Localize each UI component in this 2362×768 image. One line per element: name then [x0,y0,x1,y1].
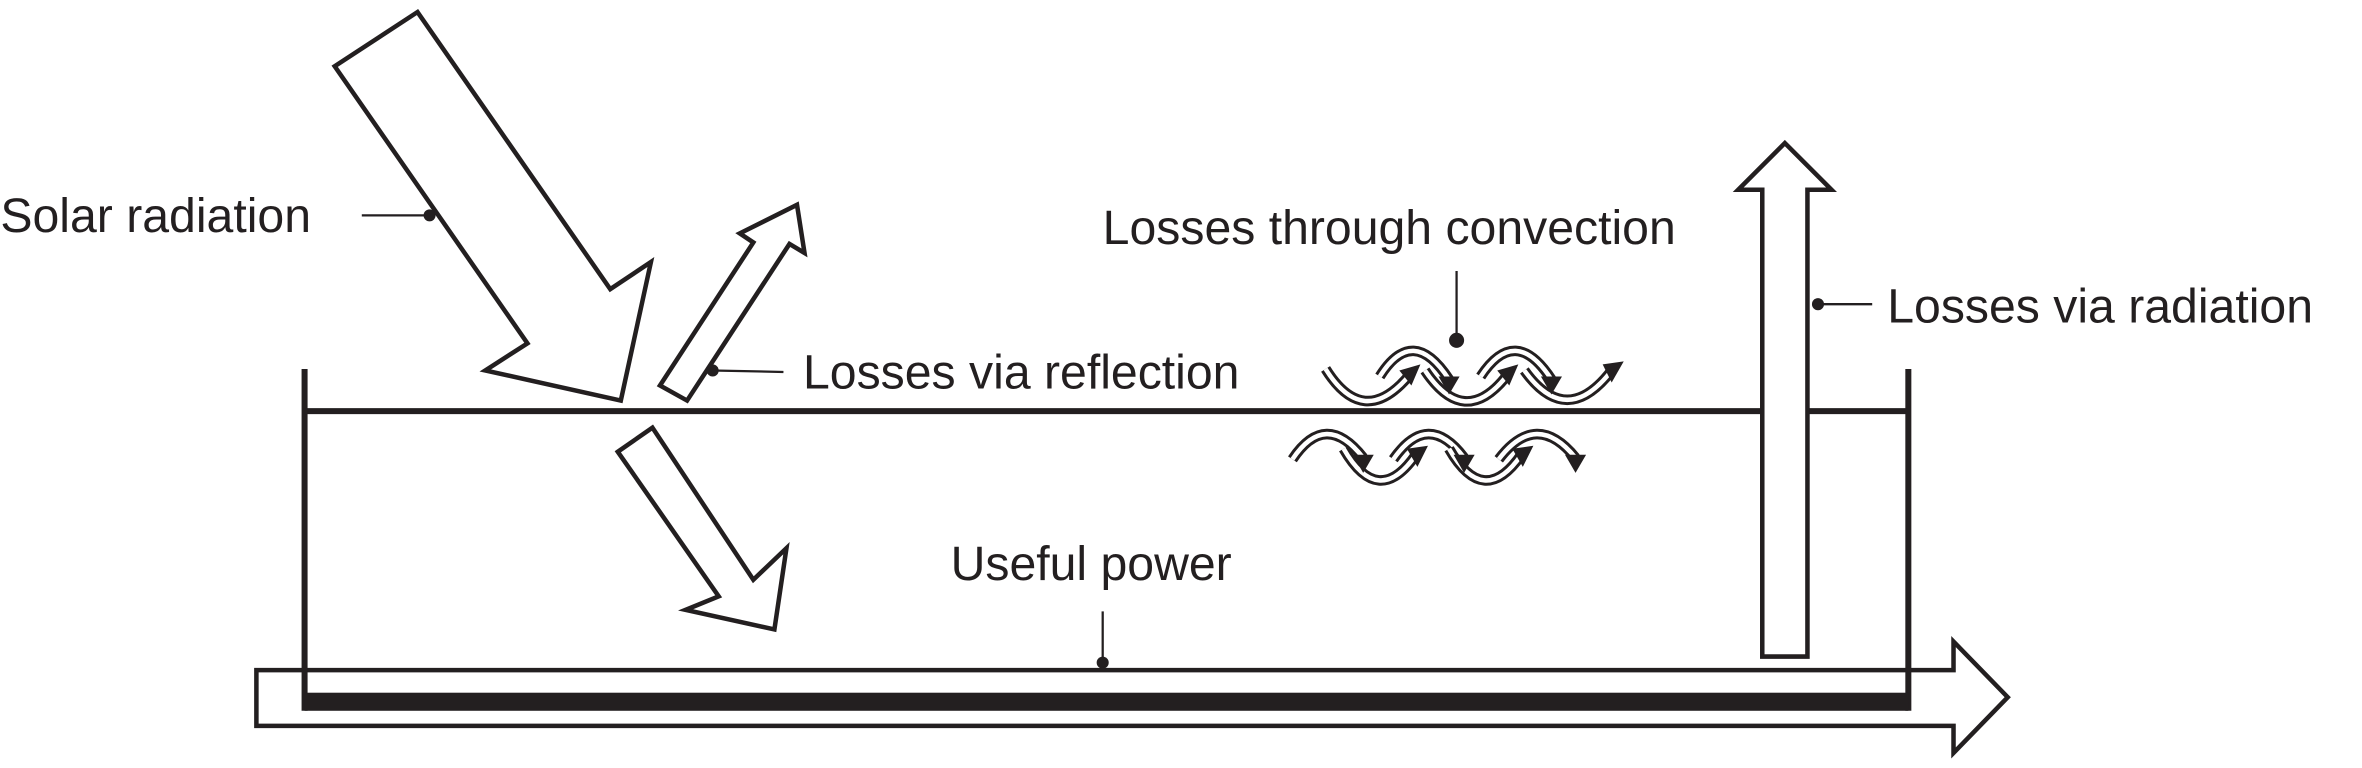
leader-reflection [706,364,784,377]
solar-radiation-arrow [331,8,655,404]
collector-box [301,368,1912,711]
convection-swirls-lower [1288,428,1587,486]
radiation-loss-arrow [1732,139,1837,659]
convection-swirls-upper [1321,345,1624,407]
label-useful-power: Useful power [951,537,1232,591]
transmitted-radiation-arrow [614,424,790,633]
label-solar-radiation: Solar radiation [0,189,311,243]
label-losses-radiation: Losses via radiation [1887,279,2313,333]
leader-radiation [1811,298,1873,311]
absorber-plate [304,692,1909,711]
leader-solar [361,209,436,222]
leader-useful [1096,611,1109,669]
label-losses-reflection: Losses via reflection [803,346,1239,400]
label-losses-convection: Losses through convection [1103,201,1676,255]
reflection-loss-arrow [656,201,808,404]
leader-convection [1449,271,1465,348]
